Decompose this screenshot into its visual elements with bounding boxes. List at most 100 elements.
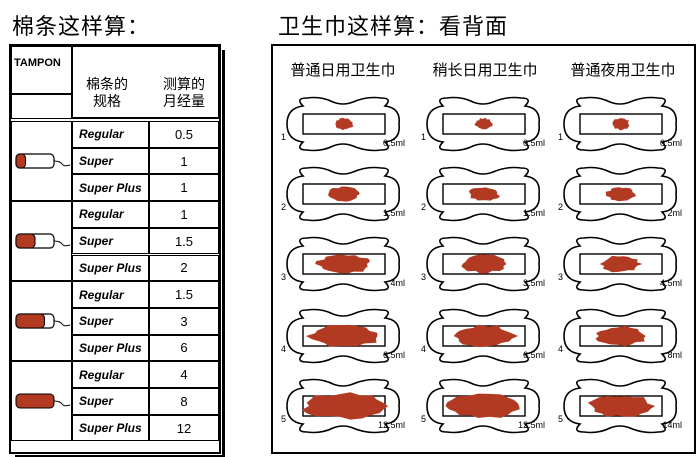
sanitary-pad-icon [286, 96, 401, 152]
pad-number: 3 [421, 272, 427, 282]
amount-cell [149, 227, 219, 255]
tampon-amount-value: 1.5 [174, 287, 194, 303]
sanitary-pad-icon [426, 308, 541, 364]
tampon-icon [15, 153, 71, 169]
blood-stain [315, 254, 371, 274]
blood-stain [474, 117, 493, 130]
blood-stain [328, 186, 360, 202]
pad-volume-label: 4ml [390, 278, 405, 288]
sanitary-pad-icon [563, 166, 678, 222]
tampon-section-heading: 棉条这样算： [12, 15, 151, 40]
tampon-amount-value: 6 [180, 340, 188, 356]
pad-diagram: 3 3.5ml [421, 234, 545, 294]
tampon-spec-label: Regular [79, 127, 124, 142]
tampon-amount-value: 8 [180, 393, 188, 409]
blood-stain [468, 187, 500, 201]
pad-number: 4 [421, 344, 427, 354]
tampon-icon [15, 393, 71, 409]
pad-volume-label: 12.5ml [517, 420, 545, 430]
tampon-spec-label: Super Plus [79, 180, 142, 195]
tampon-spec-label: Regular [79, 207, 124, 222]
sanitary-pad-icon [563, 378, 678, 434]
header-tampon-label: TAMPON [14, 57, 61, 69]
spec-cell [72, 281, 149, 308]
tampon-amount-value: 0.5 [174, 126, 194, 142]
sanitary-pad-icon [426, 96, 541, 152]
sanitary-pad-icon [563, 96, 678, 152]
pad-number: 4 [281, 344, 287, 354]
tampon-amount-value: 3 [180, 313, 188, 329]
pad-volume-label: 1.5ml [522, 208, 545, 218]
tampon-spec-label: Super [79, 154, 114, 169]
amount-cell [149, 388, 219, 415]
sanitary-pad-icon [563, 236, 678, 292]
pad-diagram: 3 4ml [281, 234, 405, 294]
spec-cell [72, 121, 149, 148]
tampon-spec-label: Regular [79, 367, 124, 382]
pad-volume-label: 12.5ml [377, 420, 405, 430]
pad-number: 2 [281, 202, 287, 212]
pad-number: 1 [421, 132, 427, 142]
sanitary-pad-icon [426, 378, 541, 434]
amount-cell [149, 281, 219, 308]
tampon-spec-label: Super Plus [79, 260, 142, 275]
blood-stain [301, 392, 388, 420]
tampon-amount-value: 1 [180, 153, 188, 169]
sanitary-pad-icon [286, 378, 401, 434]
blood-stain [599, 255, 643, 273]
pad-number: 5 [558, 414, 564, 424]
spec-cell [72, 174, 149, 202]
tampon-spec-label: Super Plus [79, 340, 142, 355]
tampon-spec-label: Super [79, 234, 114, 249]
sanitary-pad-icon [426, 236, 541, 292]
table-shadow-right [222, 50, 225, 457]
amount-cell [149, 254, 219, 282]
pad-volume-label: 1.5ml [382, 208, 405, 218]
amount-cell [149, 334, 219, 362]
tampon-spec-label: Regular [79, 287, 124, 302]
table-shadow-bottom [15, 455, 225, 457]
tampon-icon [15, 233, 71, 249]
tampon-spec-label: Super [79, 314, 114, 329]
pad-volume-label: 6.5ml [382, 350, 405, 360]
pad-volume-label: 14ml [662, 420, 682, 430]
amount-cell [149, 201, 219, 228]
spec-cell [72, 201, 149, 228]
spec-cell [72, 227, 149, 255]
blood-stain [445, 393, 520, 418]
header-spec-cell [72, 46, 219, 119]
pad-volume-label: 0.5ml [382, 138, 405, 148]
tampon-amount-value: 2 [180, 260, 188, 276]
pad-number: 1 [281, 132, 287, 142]
pad-volume-label: 0.5ml [522, 138, 545, 148]
blood-stain [587, 396, 656, 417]
tampon-amount-value: 4 [180, 367, 188, 383]
pad-column-title: 普通夜用卫生巾 [570, 61, 676, 79]
spec-cell [72, 254, 149, 282]
sanitary-pad-icon [563, 308, 678, 364]
tampon-spec-label: Super Plus [79, 421, 142, 436]
sanitary-pad-icon [426, 166, 541, 222]
blood-stain [305, 324, 378, 347]
blood-stain [605, 187, 636, 202]
pad-number: 1 [558, 132, 564, 142]
spec-cell [72, 388, 149, 415]
pad-number: 3 [281, 272, 287, 282]
amount-cell [149, 414, 219, 442]
header-spec-label: 棉条的规格 [86, 77, 128, 110]
pad-volume-label: 3.5ml [522, 278, 545, 288]
spec-cell [72, 147, 149, 175]
pad-diagram: 3 4.5ml [558, 234, 682, 294]
pad-number: 3 [558, 272, 564, 282]
pad-volume-label: 4.5ml [659, 278, 682, 288]
tampon-spec-label: Super [79, 394, 114, 409]
tampon-amount-value: 1 [180, 180, 188, 196]
